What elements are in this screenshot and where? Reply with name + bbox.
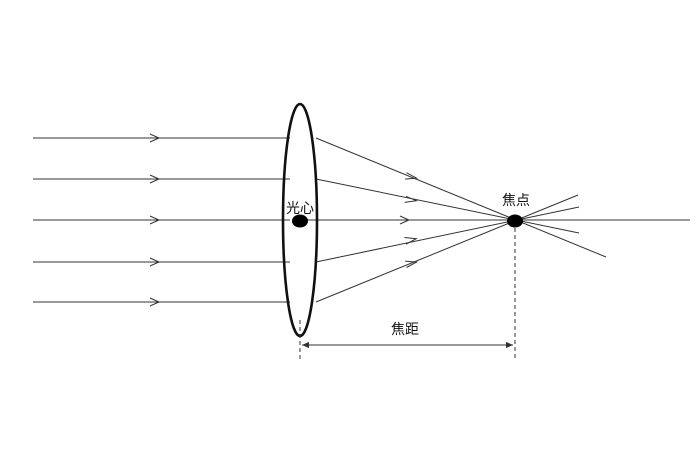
optical-center-dot xyxy=(292,214,308,228)
focal-point-dot xyxy=(507,214,523,228)
refracted-ray-2 xyxy=(315,178,580,234)
incident-rays xyxy=(33,133,290,307)
focal-point-label: 焦点 xyxy=(502,193,530,209)
focal-length-label: 焦距 xyxy=(391,322,419,338)
arrow-incident-3 xyxy=(149,215,161,225)
arrow-refracted-1 xyxy=(405,172,419,180)
refracted-ray-4 xyxy=(315,206,580,263)
refracted-ray-5 xyxy=(315,194,579,303)
optical-center-label: 光心 xyxy=(286,201,314,217)
arrow-incident-4 xyxy=(149,257,161,267)
arrow-refracted-3 xyxy=(399,215,411,225)
arrow-incident-5 xyxy=(149,297,161,307)
arrow-refracted-5 xyxy=(405,260,419,268)
arrow-incident-2 xyxy=(149,174,161,184)
refracted-rays xyxy=(315,137,607,303)
arrow-incident-1 xyxy=(149,133,161,143)
refracted-ray-1 xyxy=(315,137,607,258)
arrow-refracted-2 xyxy=(404,195,419,203)
arrow-refracted-4 xyxy=(404,237,418,245)
